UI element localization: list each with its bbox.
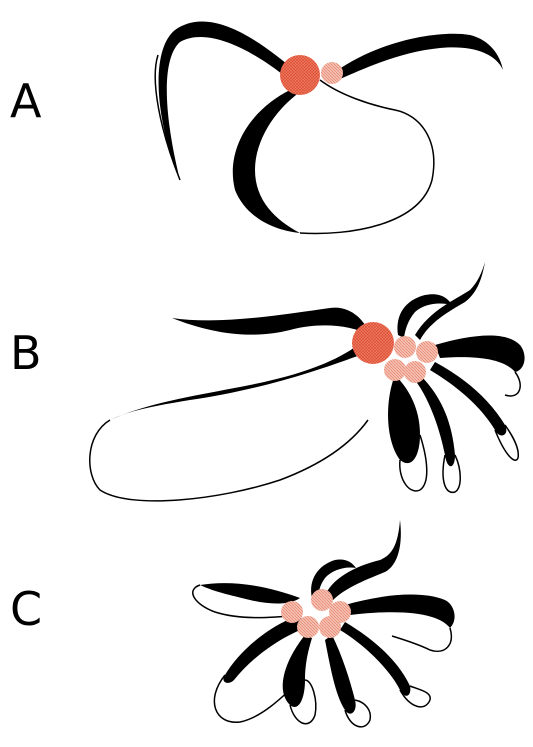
- panel-b-petal-1: [388, 375, 420, 463]
- panel-c-petal-4-outline: [392, 628, 451, 651]
- panel-c-left-ribbon: [200, 583, 300, 603]
- panel-a-node-large: [280, 55, 320, 95]
- panel-a-loop-ribbon: [233, 90, 300, 233]
- panel-a-diagram: [155, 22, 503, 234]
- panel-b-petal-4: [435, 336, 525, 372]
- panel-b-diagram: [90, 262, 525, 501]
- panel-a-loop-outline: [300, 80, 434, 233]
- panel-b-node-large: [352, 322, 394, 364]
- panel-c-diagram: [193, 520, 455, 727]
- panel-b-node-2: [416, 341, 438, 363]
- panel-c-node-1: [311, 589, 333, 611]
- panel-c-petal-1: [283, 635, 312, 707]
- panel-b-upper-ribbon: [172, 308, 370, 335]
- panel-c-node-2: [281, 601, 303, 623]
- panel-c-node-4: [297, 616, 319, 638]
- panel-c-petal-4: [345, 595, 455, 628]
- panel-c-node-5: [319, 616, 341, 638]
- panel-b-loop-outline: [90, 420, 368, 501]
- panel-a-right-ribbon: [335, 34, 503, 80]
- panel-a-node-small: [321, 62, 343, 84]
- panel-b-petal-2: [415, 375, 455, 466]
- panel-c-petal-2: [325, 635, 356, 714]
- panel-b-node-3: [384, 359, 406, 381]
- panel-b-petal-4-outline: [505, 372, 520, 396]
- panel-b-node-4: [404, 361, 426, 383]
- panel-b-lower-ribbon: [110, 345, 360, 420]
- panel-b-node-1: [394, 336, 416, 358]
